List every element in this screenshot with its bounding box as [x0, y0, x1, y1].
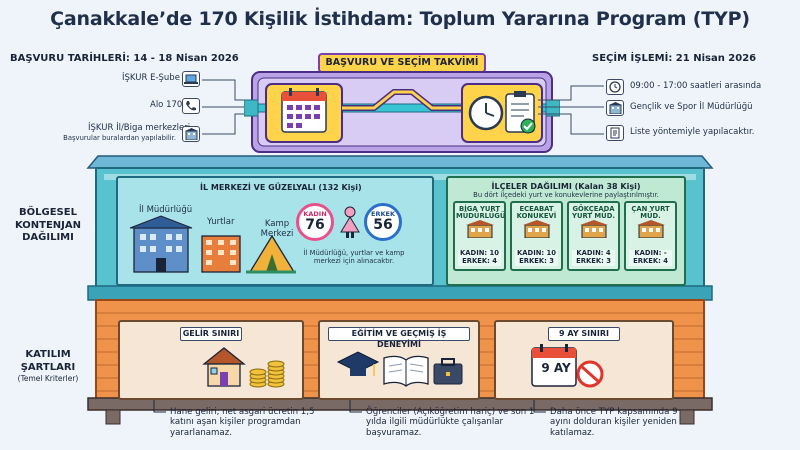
- building-icon: [182, 126, 200, 142]
- schedule-connector-right: [538, 85, 604, 135]
- district-name: ECEABAT KONUKEVİ: [516, 205, 557, 221]
- center-buildings-illustration: [129, 215, 296, 274]
- district-female: KADIN: 10: [517, 249, 556, 258]
- male-quota-circle: ERKEK 56: [364, 203, 402, 241]
- districts-subtitle: Bu dört ilçedeki yurt ve konukevlerine p…: [473, 191, 659, 199]
- districts-title: İLÇELER DAĞILIMI (Kalan 38 Kişi): [491, 182, 641, 191]
- regional-side-label-line: BÖLGESEL: [19, 207, 77, 218]
- female-figure-icon: [340, 206, 360, 238]
- briefcase-icon: [433, 358, 463, 385]
- clipboard-check-icon: [505, 91, 536, 134]
- criteria-pointer-lines: [153, 400, 546, 413]
- education-illustration: [336, 351, 463, 387]
- office-building-icon: [129, 215, 193, 273]
- place-yurtlar: Yurtlar: [207, 217, 235, 227]
- calendar-icon: [281, 88, 327, 133]
- district-male: ERKEK: 4: [462, 257, 497, 266]
- district-female: KADIN: 4: [576, 249, 611, 258]
- selection-date-label: SEÇİM İŞLEMİ: 21 Nisan 2026: [592, 53, 757, 64]
- district-building-icon: [522, 220, 551, 239]
- laptop-icon: [182, 71, 200, 87]
- channel-offices-label: İŞKUR İl/Biga merkezleri: [88, 123, 191, 133]
- center-region-title: İL MERKEZİ VE GÜZELYALI (132 Kişi): [200, 183, 362, 192]
- district-name: BİGA YURT MÜDÜRLÜĞÜ: [456, 205, 506, 221]
- channel-eşube-label: İŞKUR E-Şube: [122, 73, 180, 83]
- selection-time-label: 09:00 - 17:00 saatleri arasında: [630, 81, 762, 91]
- male-value: 56: [373, 217, 393, 233]
- male-label: ERKEK: [371, 210, 395, 218]
- criteria-label-education: EĞİTİM VE GEÇMİŞ İŞ DENEYİMİ: [328, 327, 470, 349]
- district-building-icon: [465, 220, 494, 239]
- district-male: ERKEK: 3: [519, 257, 554, 266]
- house-coins-illustration: [202, 347, 285, 388]
- channel-alo170-label: Alo 170: [150, 100, 183, 110]
- clock-icon: [606, 79, 624, 95]
- place-kamp-merkezi: Kamp Merkezi: [260, 219, 294, 239]
- calendar-icon: [531, 344, 577, 387]
- phone-icon: [182, 98, 200, 114]
- regional-side-label-line: KONTENJAN: [14, 219, 82, 231]
- coins-icon: [249, 360, 285, 388]
- page-title: Çanakkale’de 170 Kişilik İstihdam: Toplu…: [50, 8, 750, 30]
- center-region-note: İl Müdürlüğü, yurtlar ve kamp merkezi iç…: [303, 249, 405, 265]
- district-name: ÇAN YURT MÜD.: [631, 205, 670, 221]
- document-icon: [606, 125, 624, 141]
- criteria-side-sublabel: (Temel Kriterler): [17, 374, 79, 383]
- district-female: KADIN: 10: [460, 249, 499, 258]
- tent-icon: [246, 234, 296, 274]
- graduation-cap-icon: [336, 351, 380, 376]
- criteria-9months-text: Daha önce TYP kapsamında 9 ayını doldura…: [550, 407, 678, 438]
- application-dates-label: BAŞVURU TARİHLERİ: 14 - 18 Nisan 2026: [10, 53, 239, 64]
- regional-side-label: BÖLGESEL KONTENJAN DAĞILIMI: [4, 207, 92, 245]
- criteria-income-text: Hane geliri, net asgari ücretin 1,5 katı…: [170, 407, 315, 438]
- schedule-device: [244, 71, 560, 153]
- district-name: GÖKÇEADA YURT MÜD.: [572, 205, 615, 221]
- female-quota-circle: KADIN 76: [296, 203, 334, 241]
- district-building-icon: [579, 220, 608, 239]
- criteria-side-label-line: ŞARTLARI: [20, 361, 76, 373]
- regional-side-label-line: DAĞILIMI: [22, 232, 74, 243]
- criteria-label-income: GELİR SINIRI: [180, 327, 242, 341]
- house-icon: [202, 347, 246, 387]
- criteria-side-label: KATILIM ŞARTLARI (Temel Kriterler): [4, 349, 92, 383]
- book-icon: [383, 355, 429, 387]
- clock-icon: [468, 95, 504, 131]
- criteria-label-9months: 9 AY SINIRI: [548, 327, 620, 341]
- female-label: KADIN: [303, 210, 327, 218]
- district-building-icon: [636, 220, 665, 239]
- selection-method-label: Liste yöntemiyle yapılacaktır.: [630, 127, 755, 137]
- criteria-education-text: Öğrenciler (Açıköğretim hariç) ve son 1 …: [366, 407, 535, 438]
- prohibited-icon: [576, 360, 604, 388]
- selection-place-label: Gençlik ve Spor İl Müdürlüğü: [630, 102, 753, 112]
- place-il-mudurlugu: İl Müdürlüğü: [139, 205, 193, 215]
- district-female: KADIN: -: [634, 249, 667, 258]
- criteria-side-label-line: KATILIM: [25, 349, 71, 360]
- nine-months-badge: 9 AY: [541, 361, 571, 375]
- female-value: 76: [305, 217, 325, 233]
- channel-offices-subtext: Başvurular buralardan yapılabilir.: [63, 134, 176, 142]
- criteria-panel-9months: [494, 320, 674, 400]
- district-male: ERKEK: 4: [633, 257, 668, 266]
- district-card-can: ÇAN YURT MÜD. KADIN: -ERKEK: 4: [624, 201, 677, 271]
- dormitory-icon: [201, 235, 241, 273]
- nine-months-illustration: [531, 344, 604, 388]
- district-male: ERKEK: 3: [576, 257, 611, 266]
- building-icon: [606, 100, 624, 116]
